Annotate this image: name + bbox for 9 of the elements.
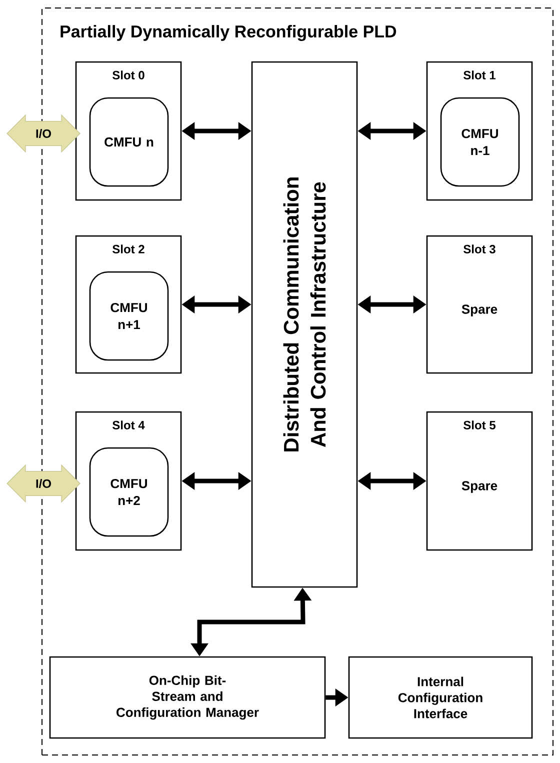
interface-box: Internal Configuration Interface <box>348 656 533 739</box>
manager-box: On-Chip Bit-Stream and Configuration Manager <box>49 656 326 739</box>
module-box: CMFU n-1 <box>440 97 520 187</box>
slot-box: Slot 3 Spare <box>426 235 533 374</box>
infrastructure-box: Distributed Communication And Control Infrastructure <box>251 61 358 588</box>
module-box: CMFU n+1 <box>89 271 169 361</box>
module-box: CMFU n+2 <box>89 447 169 537</box>
slot-box: Slot 5 Spare <box>426 411 533 551</box>
module-box: CMFU n <box>89 97 169 187</box>
